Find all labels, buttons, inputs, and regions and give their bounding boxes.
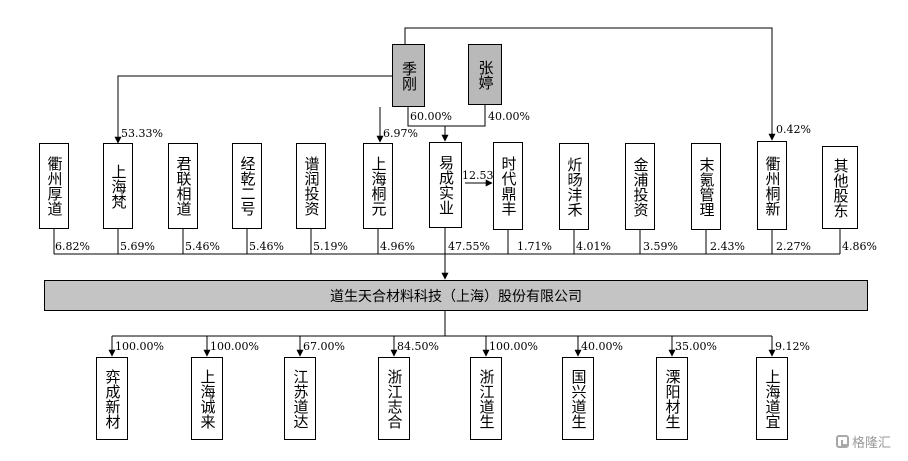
subsidiary-name: 上海道宜 — [763, 368, 782, 429]
pct-zhangting-to-yicheng: 40.00% — [488, 110, 530, 123]
shareholder-box-10: 金浦投资 — [625, 143, 655, 230]
subsidiary-box-4: 浙江志合 — [378, 357, 410, 440]
pct-jigang-to-quzhou-tongxin: 0.42% — [776, 123, 811, 136]
shareholder-name: 其他股东 — [831, 157, 850, 218]
shareholder-pct-13: 4.86% — [842, 240, 877, 253]
shareholder-name: 易成实业 — [437, 155, 455, 215]
subsidiary-name: 浙江志合 — [385, 368, 404, 429]
company-name: 道生天合材料科技（上海）股份有限公司 — [330, 288, 582, 305]
line-jigang-to-quzhou-tongxin — [404, 27, 776, 141]
line-zhangting-to-yicheng — [445, 105, 486, 127]
shareholder-box-8: 时代鼎丰 — [493, 142, 523, 230]
shareholder-box-1: 衢州厚道 — [39, 143, 69, 229]
subsidiary-pct-7: 35.00% — [675, 340, 717, 353]
shareholder-box-13: 其他股东 — [822, 146, 858, 229]
shareholder-name: 上海梵 — [109, 163, 128, 209]
shareholder-pct-6: 4.96% — [380, 240, 415, 253]
subsidiary-name: 江苏道达 — [291, 368, 310, 429]
shareholder-pct-9: 4.01% — [576, 240, 611, 253]
shareholder-name: 谱润投资 — [302, 156, 321, 216]
person-box-zhangting: 张婷 — [468, 44, 502, 105]
person-name: 张婷 — [476, 59, 495, 90]
shareholder-pct-5: 5.19% — [313, 240, 348, 253]
subsidiary-pct-2: 100.00% — [210, 340, 259, 353]
line-jigang-to-yicheng — [407, 107, 445, 127]
subsidiary-pct-4: 84.50% — [397, 340, 439, 353]
watermark: 格隆汇 — [836, 432, 891, 451]
person-name: 季刚 — [400, 60, 418, 91]
subsidiary-name: 国兴道生 — [569, 368, 588, 429]
shareholder-box-6: 上海桐元 — [363, 143, 393, 229]
pct-jigang-to-yicheng: 60.00% — [410, 110, 452, 123]
pct-jigang-to-shanghai-tongyuan: 6.97% — [383, 127, 418, 140]
subsidiary-box-7: 溧阳材生 — [656, 357, 688, 440]
shareholder-box-5: 谱润投资 — [296, 143, 326, 229]
shareholder-name: 金浦投资 — [631, 156, 650, 217]
shareholder-box-11: 末氪管理 — [691, 143, 721, 230]
company-box: 道生天合材料科技（上海）股份有限公司 — [44, 280, 868, 311]
shareholder-pct-11: 2.43% — [710, 240, 745, 253]
subsidiary-box-8: 上海道宜 — [756, 357, 788, 440]
shareholder-pct-3: 5.46% — [185, 240, 220, 253]
shareholder-box-2: 上海梵 — [103, 143, 133, 229]
subsidiary-pct-3: 67.00% — [303, 340, 345, 353]
subsidiary-box-6: 国兴道生 — [562, 357, 594, 440]
shareholder-name: 君联相道 — [174, 156, 193, 216]
shareholder-name: 衢州厚道 — [45, 156, 64, 216]
shareholder-pct-8: 1.71% — [517, 240, 552, 253]
shareholder-box-9: 炘旸沣禾 — [559, 143, 589, 230]
shareholder-name: 炘旸沣禾 — [565, 156, 584, 217]
subsidiary-name: 浙江道生 — [477, 368, 496, 429]
subsidiary-name: 上海诚来 — [198, 368, 217, 429]
shareholder-box-12: 衢州桐新 — [757, 141, 787, 230]
shareholder-name: 末氪管理 — [697, 156, 716, 217]
subsidiary-box-1: 弈成新材 — [96, 357, 128, 440]
subsidiary-pct-6: 40.00% — [581, 340, 623, 353]
shareholder-box-7: 易成实业 — [429, 142, 462, 228]
pct-jigang-to-shanghai-tongfan: 53.33% — [121, 127, 163, 140]
subsidiary-pct-5: 100.00% — [489, 340, 538, 353]
shareholder-pct-7: 47.55% — [448, 240, 490, 253]
subsidiary-box-2: 上海诚来 — [191, 357, 223, 440]
subsidiary-box-3: 江苏道达 — [284, 357, 316, 440]
person-box-jigang: 季刚 — [392, 44, 425, 107]
subsidiary-pct-1: 100.00% — [115, 340, 164, 353]
watermark-logo-icon — [836, 435, 849, 448]
shareholder-name: 上海桐元 — [369, 156, 388, 216]
subsidiary-name: 溧阳材生 — [663, 368, 682, 429]
shareholder-name: 衢州桐新 — [763, 155, 782, 216]
shareholder-box-4: 经乾二号 — [232, 143, 262, 229]
subsidiary-name: 弈成新材 — [103, 368, 122, 429]
shareholder-box-3: 君联相道 — [168, 143, 198, 229]
subsidiary-box-5: 浙江道生 — [470, 357, 502, 440]
shareholder-pct-4: 5.46% — [249, 240, 284, 253]
watermark-text: 格隆汇 — [852, 436, 892, 451]
line-jigang-to-shanghai-tongfan — [114, 75, 392, 144]
shareholder-pct-2: 5.69% — [120, 240, 155, 253]
shareholder-pct-12: 2.27% — [776, 240, 811, 253]
shareholder-name: 经乾二号 — [238, 156, 257, 216]
shareholder-pct-1: 6.82% — [55, 240, 90, 253]
shareholder-name: 时代鼎丰 — [499, 156, 518, 216]
shareholder-pct-10: 3.59% — [643, 240, 678, 253]
subsidiary-pct-8: 9.12% — [775, 340, 810, 353]
